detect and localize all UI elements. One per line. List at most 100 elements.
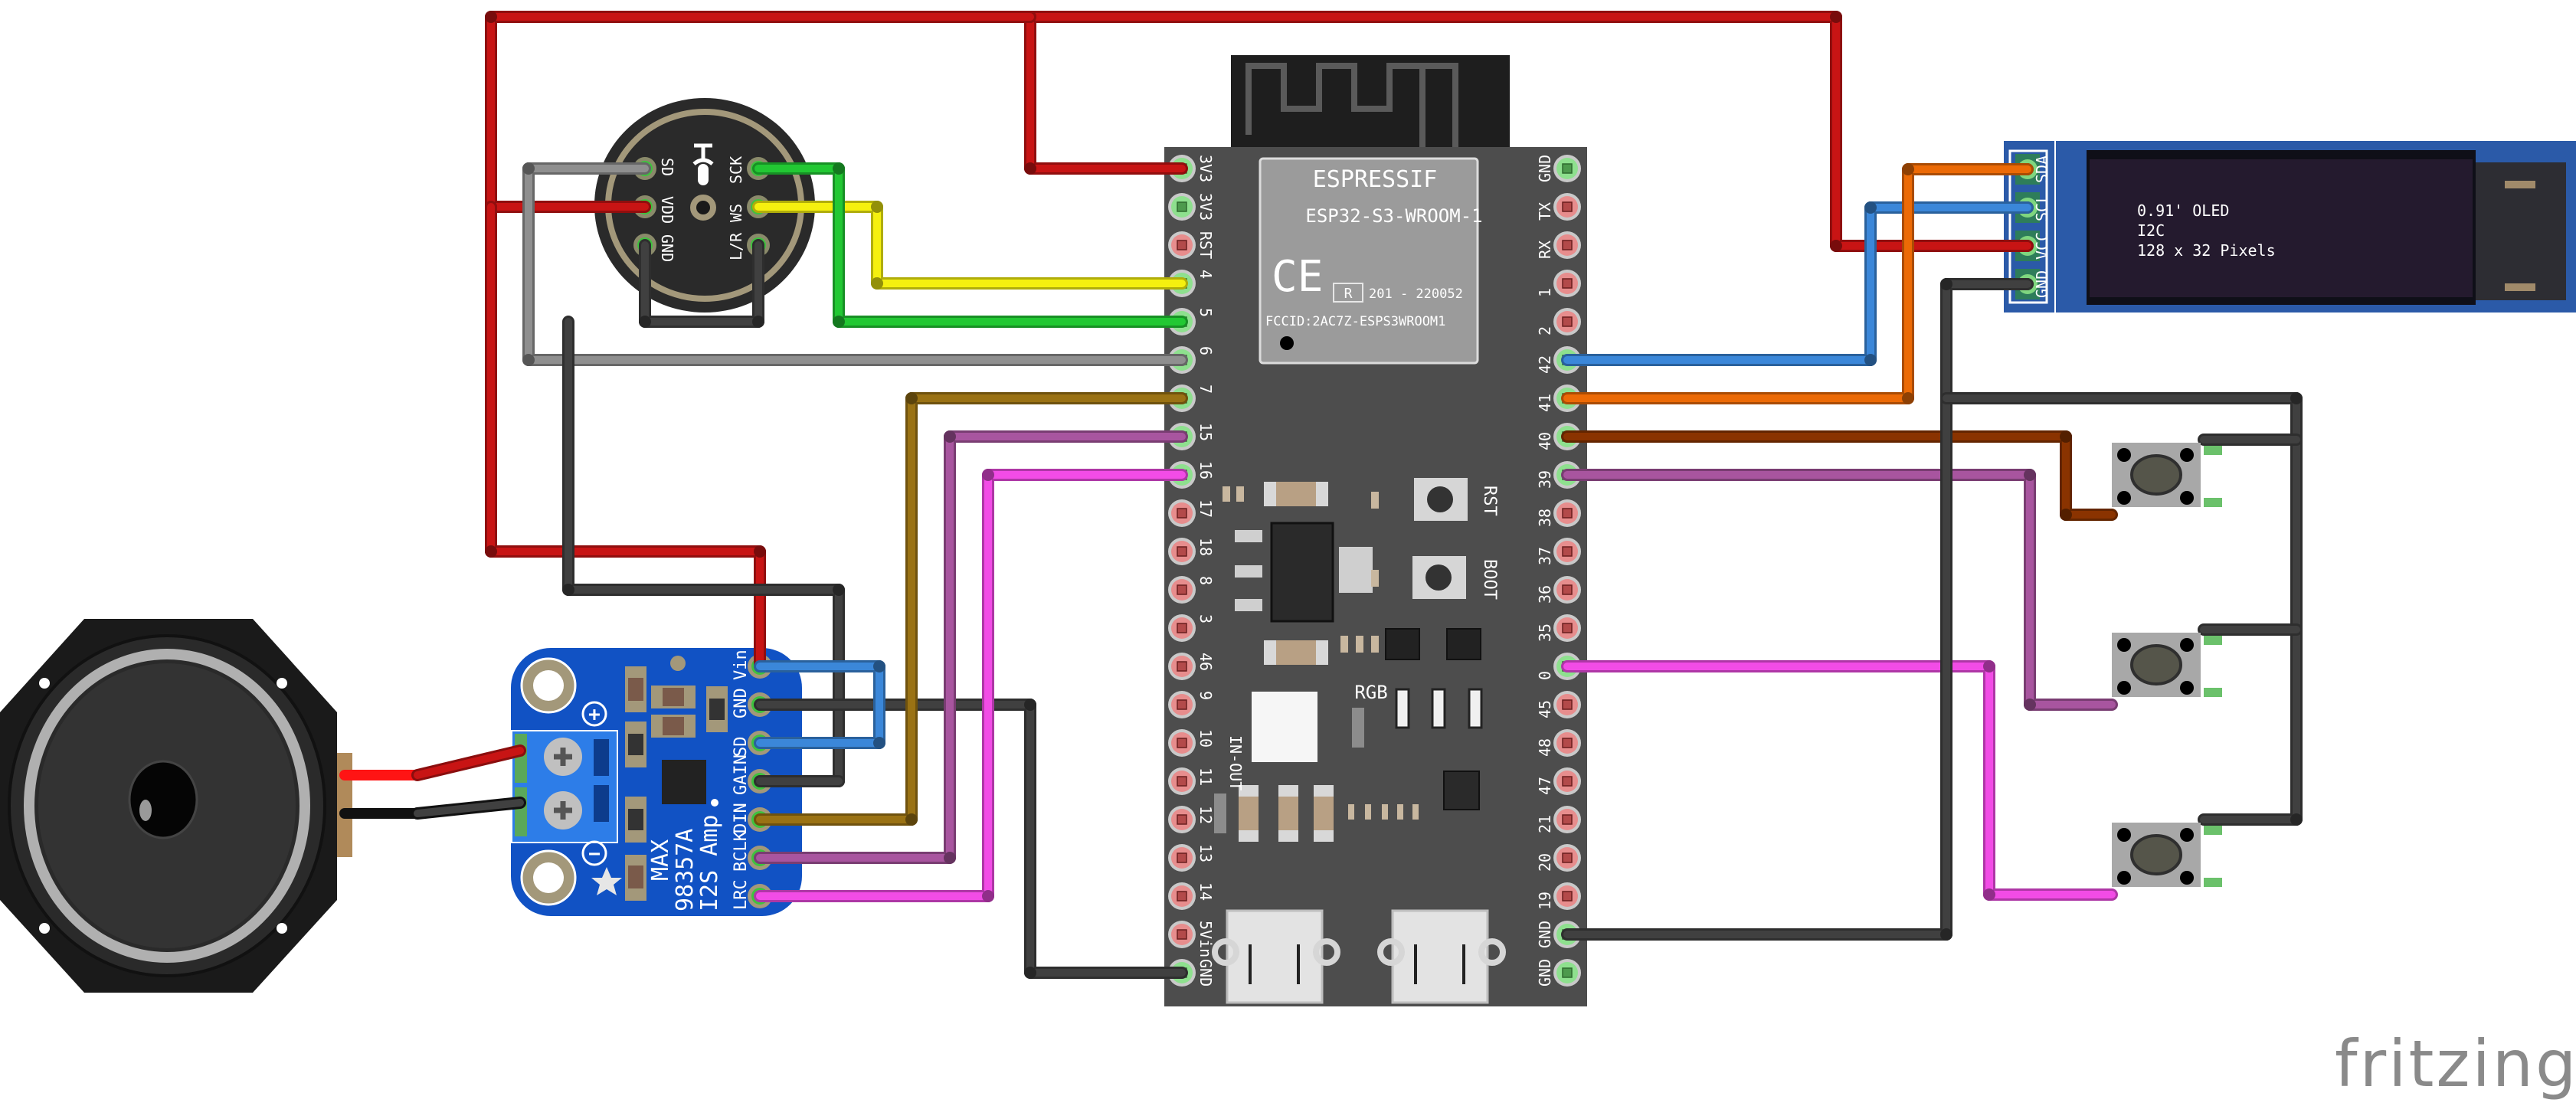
esp32-pin-left-18[interactable] xyxy=(1168,538,1196,565)
esp32-pin-label: 37 xyxy=(1536,547,1554,565)
wire-3v3-amp[interactable] xyxy=(485,201,766,672)
push-button-3[interactable] xyxy=(2112,823,2222,887)
esp32-pin-right-tx[interactable] xyxy=(1553,193,1581,221)
usb-port-2[interactable] xyxy=(1377,909,1506,1004)
oled-display[interactable]: 0.91' OLED I2C 128 x 32 Pixels SDASCLVCC… xyxy=(2004,141,2576,312)
pin1-dot xyxy=(1280,336,1294,350)
minus-symbol: − xyxy=(588,843,601,865)
esp32-pin-left-rst[interactable] xyxy=(1168,231,1196,259)
inout-label: IN-OUT xyxy=(1226,735,1245,790)
wire-mic-sd[interactable] xyxy=(522,162,1188,366)
push-button-1[interactable] xyxy=(2112,443,2222,507)
wire-amp-din[interactable] xyxy=(754,392,1188,826)
boot-button[interactable] xyxy=(1412,556,1466,599)
speaker-lead-negative[interactable] xyxy=(339,797,526,820)
esp32-pin-right-45[interactable] xyxy=(1553,691,1581,718)
esp32-pin-right-19[interactable] xyxy=(1553,882,1581,910)
esp32-pin-right-47[interactable] xyxy=(1553,767,1581,795)
minus-icon xyxy=(581,840,607,866)
module-brand: ESPRESSIF xyxy=(1313,166,1438,193)
esp32-pin-label: 3V3 xyxy=(1196,155,1215,182)
wire-amp-sd[interactable] xyxy=(754,660,885,749)
esp32-pin-label: 8 xyxy=(1196,576,1215,585)
wire-gnd-buttons[interactable] xyxy=(1940,392,2303,826)
amp-title-line1: MAX xyxy=(647,839,674,881)
mic-sound-port xyxy=(690,195,716,221)
esp32-pin-right-1[interactable] xyxy=(1553,270,1581,297)
speaker[interactable] xyxy=(0,619,352,993)
esp32-pin-left-9[interactable] xyxy=(1168,691,1196,718)
esp32-pin-left-13[interactable] xyxy=(1168,844,1196,872)
reg-mark: R xyxy=(1344,286,1353,302)
wire-gnd-mic[interactable] xyxy=(639,239,764,328)
oled-line2: I2C xyxy=(2137,221,2165,240)
esp32-pin-right-48[interactable] xyxy=(1553,729,1581,757)
wire-amp-bclk[interactable] xyxy=(754,430,1188,864)
esp32-pin-label: 14 xyxy=(1196,882,1215,901)
esp32-pin-right-rx[interactable] xyxy=(1553,231,1581,259)
esp32-pin-right-21[interactable] xyxy=(1553,806,1581,833)
esp32-pin-label: 41 xyxy=(1536,394,1554,412)
wires xyxy=(339,11,2303,979)
wire-mic-sck[interactable] xyxy=(752,162,1188,328)
esp32-pin-label: 5 xyxy=(1196,308,1215,317)
esp32-pin-right-gnd[interactable] xyxy=(1553,959,1581,987)
wire-btn1[interactable] xyxy=(1561,430,2118,521)
plus-icon xyxy=(581,701,607,727)
mic-pin-label: WS xyxy=(727,204,745,222)
esp32-pin-label: 40 xyxy=(1536,432,1554,450)
wire-amp-lrc[interactable] xyxy=(754,469,1188,902)
wire-gnd-oled[interactable] xyxy=(1561,278,2034,941)
esp32-pin-label: GND xyxy=(1196,959,1215,987)
esp32-pin-left-17[interactable] xyxy=(1168,499,1196,527)
wire-btn3[interactable] xyxy=(1561,660,2118,901)
esp32-pin-right-36[interactable] xyxy=(1553,576,1581,604)
esp32-pin-left-5vin[interactable] xyxy=(1168,921,1196,948)
esp32-pin-label: 12 xyxy=(1196,806,1215,824)
esp32-pin-left-3v3[interactable] xyxy=(1168,193,1196,221)
rgb-led-label: RGB xyxy=(1354,682,1387,703)
esp32-pin-label: GND xyxy=(1536,921,1554,948)
esp32-pin-label: 48 xyxy=(1536,738,1554,757)
speaker-lead-positive[interactable] xyxy=(339,744,526,781)
esp32-pin-left-11[interactable] xyxy=(1168,767,1196,795)
esp32-pin-left-46[interactable] xyxy=(1168,653,1196,680)
esp32-s3-devkit[interactable]: ESPRESSIF ESP32-S3-WROOM-1 CE R 201 - 22… xyxy=(1164,55,1587,1006)
esp32-pin-right-20[interactable] xyxy=(1553,844,1581,872)
amp-pin-label: BCLK xyxy=(732,830,751,872)
reg-number: 201 - 220052 xyxy=(1369,286,1463,302)
esp32-pin-label: 11 xyxy=(1196,767,1215,786)
fcc-id: FCCID:2AC7Z-ESPS3WROOM1 xyxy=(1265,314,1445,329)
push-button-2[interactable] xyxy=(2112,633,2222,697)
wire-gnd-mic-amp[interactable] xyxy=(562,316,845,787)
esp32-pin-label: GND xyxy=(1536,155,1554,182)
esp32-pin-left-14[interactable] xyxy=(1168,882,1196,910)
usb-port-1[interactable] xyxy=(1212,909,1340,1004)
wire-btn2[interactable] xyxy=(1561,469,2118,711)
oled-line3: 128 x 32 Pixels xyxy=(2137,241,2276,260)
wire-oled-sda[interactable] xyxy=(1561,163,2034,404)
esp32-pin-right-37[interactable] xyxy=(1553,538,1581,565)
esp32-pin-left-10[interactable] xyxy=(1168,729,1196,757)
esp32-pin-left-12[interactable] xyxy=(1168,806,1196,833)
esp32-pin-left-3[interactable] xyxy=(1168,614,1196,642)
mic-pin-label: GND xyxy=(658,234,676,262)
wire-gnd-amp-esp[interactable] xyxy=(754,699,1188,979)
esp32-pin-right-2[interactable] xyxy=(1553,308,1581,335)
esp32-pin-label: RST xyxy=(1196,231,1215,259)
esp32-pin-right-gnd[interactable] xyxy=(1553,155,1581,182)
amp-title-line2: 98357A xyxy=(672,829,699,911)
screw-1 xyxy=(544,738,582,776)
esp32-pin-label: 13 xyxy=(1196,844,1215,862)
esp32-pin-right-38[interactable] xyxy=(1553,499,1581,527)
wire-oled-scl[interactable] xyxy=(1561,201,2034,366)
esp32-pin-left-8[interactable] xyxy=(1168,576,1196,604)
rst-button[interactable] xyxy=(1414,478,1468,521)
reg-box xyxy=(1333,283,1363,303)
oled-pin-label: GND xyxy=(2033,270,2051,298)
esp32-pin-right-35[interactable] xyxy=(1553,614,1581,642)
esp32-pin-label: 1 xyxy=(1536,288,1554,297)
esp32-pin-label: 9 xyxy=(1196,691,1215,700)
wire-mic-ws[interactable] xyxy=(752,201,1188,290)
esp32-pin-label: 10 xyxy=(1196,729,1215,748)
